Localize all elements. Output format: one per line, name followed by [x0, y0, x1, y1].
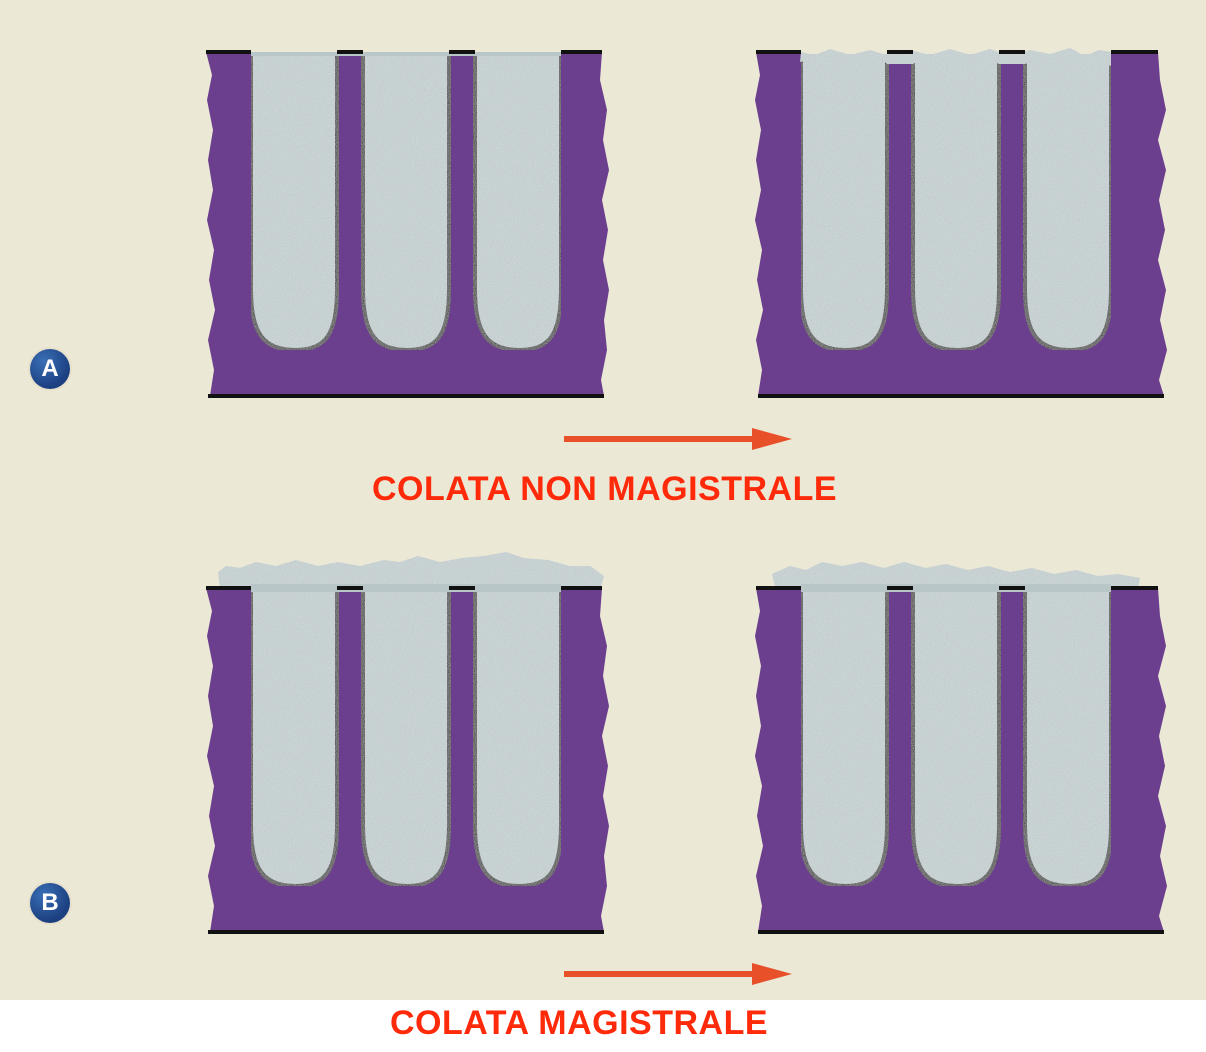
caption-non-magistrale: COLATA NON MAGISTRALE: [372, 470, 837, 509]
slurry-cavities: [251, 588, 561, 886]
scanned-page: A B COLATA NON MAGISTRALE: [0, 0, 1206, 1000]
row-b: [206, 552, 1167, 985]
caption-magistrale: COLATA MAGISTRALE: [390, 1004, 768, 1043]
slurry-cavities: [801, 588, 1111, 886]
panel-b1-mold: [206, 552, 609, 932]
process-arrow-b: [564, 963, 792, 985]
row-a: [206, 40, 1167, 450]
row-a-badge: A: [30, 349, 70, 389]
slurry-top: [251, 52, 561, 56]
panel-a2-mold: [755, 40, 1167, 396]
panel-a1-mold: [206, 52, 609, 396]
slurry-cavities: [801, 52, 1111, 350]
panel-b2-mold: [755, 562, 1167, 932]
slurry-cavities: [251, 52, 561, 350]
row-b-badge: B: [30, 883, 70, 923]
process-arrow-a: [564, 428, 792, 450]
